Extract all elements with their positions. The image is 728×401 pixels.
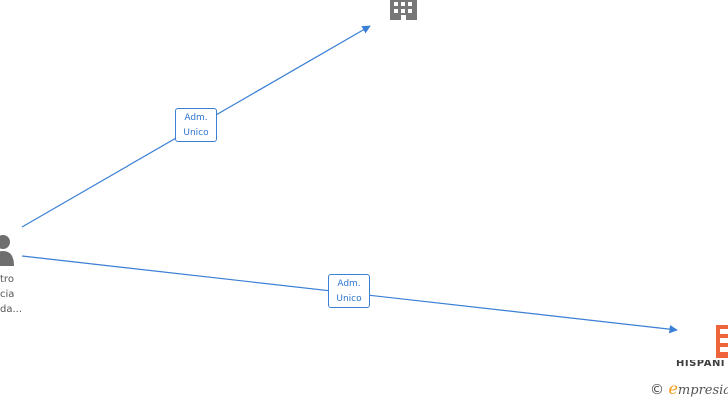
relation-role: Adm. <box>337 279 361 289</box>
building-icon[interactable] <box>390 0 417 20</box>
relation-role: Adm. <box>184 113 208 123</box>
relation-role-type: Unico <box>336 294 362 304</box>
person-name-line: da... <box>0 304 23 315</box>
person-name-line: tro <box>0 274 14 285</box>
relation-role-type: Unico <box>183 128 209 138</box>
copyright-footer: © empresia <box>650 379 728 401</box>
brand-logo-text: mpresia <box>677 383 728 398</box>
brand-logo-initial: e <box>668 379 678 398</box>
relation-label[interactable]: Adm. Unico <box>328 274 370 308</box>
copyright-symbol: © <box>650 382 664 398</box>
building-icon[interactable] <box>716 325 728 358</box>
person-name-line: cia <box>0 289 15 300</box>
relation-label[interactable]: Adm. Unico <box>175 108 217 142</box>
person-name[interactable]: tro cia da... <box>0 272 30 317</box>
person-icon[interactable] <box>0 235 14 266</box>
company-name[interactable]: HISPANI <box>676 360 726 368</box>
